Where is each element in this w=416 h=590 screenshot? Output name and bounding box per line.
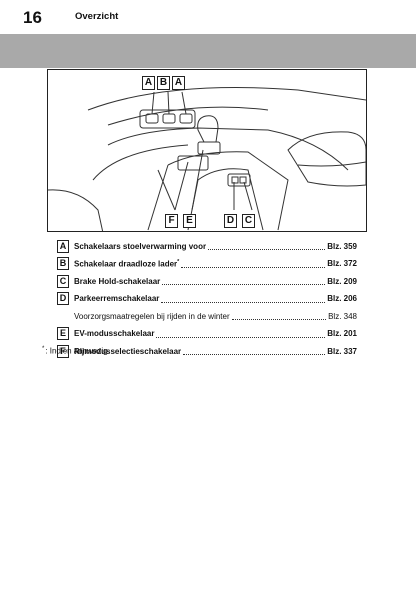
footnote-text: : Indien aanwezig <box>45 346 108 356</box>
item-letter: C <box>57 274 69 288</box>
list-item: E EV-modusschakelaar Blz. 201 <box>57 326 357 342</box>
page-reference: Blz. 372 <box>327 259 357 268</box>
list-item: F Rijmodusselectieschakelaar Blz. 337 <box>57 343 357 359</box>
item-letter: B <box>57 257 69 270</box>
page-reference: Blz. 201 <box>327 329 357 338</box>
center-console-illustration: A B A F E D C <box>47 69 367 232</box>
callout-c: C <box>242 214 255 228</box>
item-letter: D <box>57 292 69 305</box>
page-reference: Blz. 337 <box>327 346 357 356</box>
list-item: D Parkeerremschakelaar Blz. 206 <box>57 291 357 307</box>
callout-f: F <box>165 214 178 228</box>
list-item: C Brake Hold-schakelaar Blz. 209 <box>57 273 357 289</box>
footnote-mark: * <box>177 258 180 265</box>
page-reference: Blz. 209 <box>327 276 357 286</box>
callout-a-left: A <box>142 76 155 90</box>
item-letter: F <box>57 344 69 358</box>
list-subitem: Voorzorgsmaatregelen bij rijden in de wi… <box>57 308 357 324</box>
item-letter: E <box>57 327 69 340</box>
callout-d: D <box>224 214 237 228</box>
header-band <box>0 34 416 68</box>
list-item: B Schakelaar draadloze lader* Blz. 372 <box>57 256 357 272</box>
item-label: Brake Hold-schakelaar <box>74 276 161 286</box>
footnote: *: Indien aanwezig <box>42 346 108 356</box>
callout-e: E <box>183 214 196 228</box>
item-label: Schakelaar draadloze lader* <box>74 258 180 269</box>
item-letter: A <box>57 239 69 253</box>
item-label: Rijmodusselectieschakelaar <box>74 346 182 356</box>
page-reference: Blz. 348 <box>328 311 357 321</box>
page-reference: Blz. 359 <box>327 241 357 251</box>
footnote-mark: * <box>42 346 45 352</box>
callout-a-right: A <box>172 76 185 90</box>
item-label: EV-modusschakelaar <box>74 329 155 338</box>
page-number: 16 <box>23 8 42 27</box>
page-reference: Blz. 206 <box>327 294 357 303</box>
callout-b: B <box>157 76 170 90</box>
list-item: A Schakelaars stoelverwarming voor Blz. … <box>57 238 357 254</box>
section-title: Overzicht <box>75 11 119 22</box>
item-label: Voorzorgsmaatregelen bij rijden in de wi… <box>74 311 230 321</box>
console-drawing <box>48 87 366 231</box>
component-list: A Schakelaars stoelverwarming voor Blz. … <box>57 238 357 361</box>
item-label: Parkeerremschakelaar <box>74 294 160 303</box>
item-label: Schakelaars stoelverwarming voor <box>74 241 207 251</box>
